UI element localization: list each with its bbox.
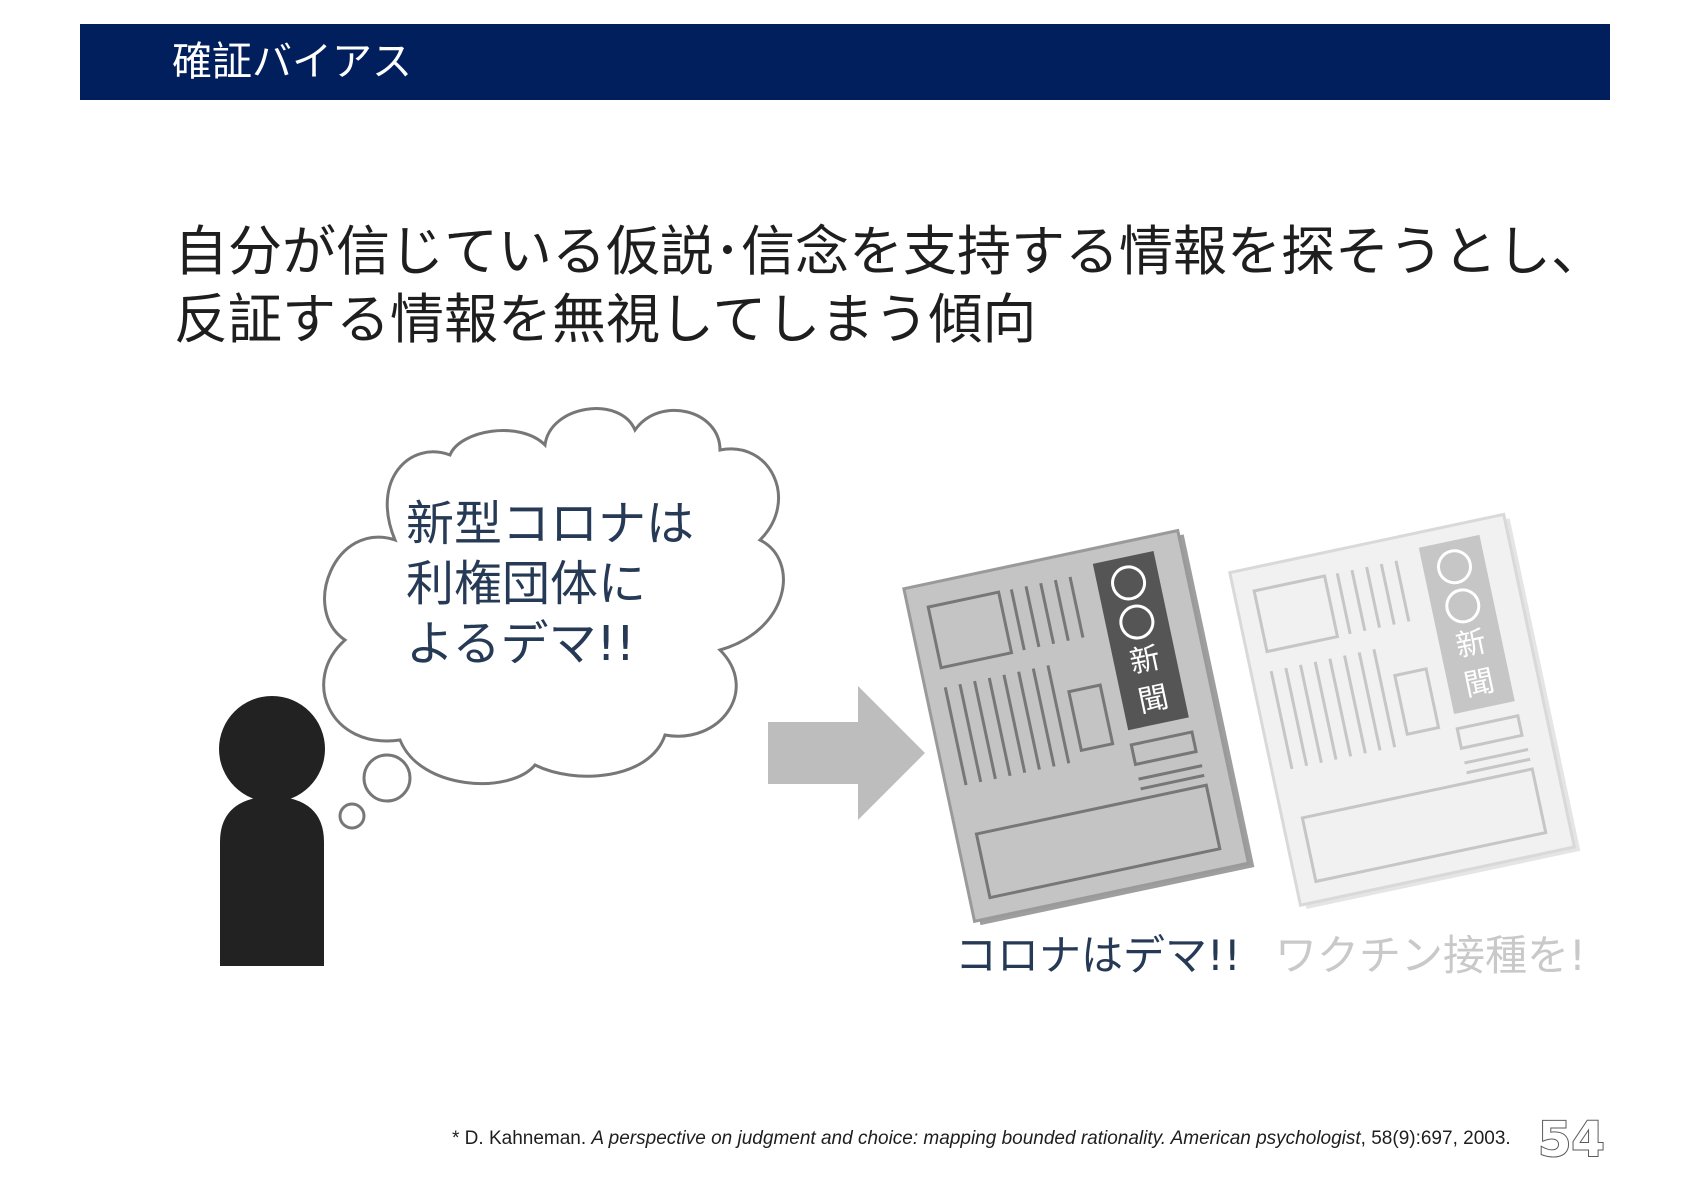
caption-supporting: コロナはデマ!! (955, 922, 1241, 983)
citation-prefix: * D. Kahneman. (452, 1128, 591, 1149)
citation-title: A perspective on judgment and choice: ma… (591, 1128, 1360, 1149)
citation: * D. Kahneman. A perspective on judgment… (452, 1128, 1511, 1150)
caption-refuting: ワクチン接種を! (1275, 922, 1586, 983)
citation-suffix: , 58(9):697, 2003. (1361, 1128, 1511, 1149)
page-number: 54 (1538, 1112, 1605, 1168)
